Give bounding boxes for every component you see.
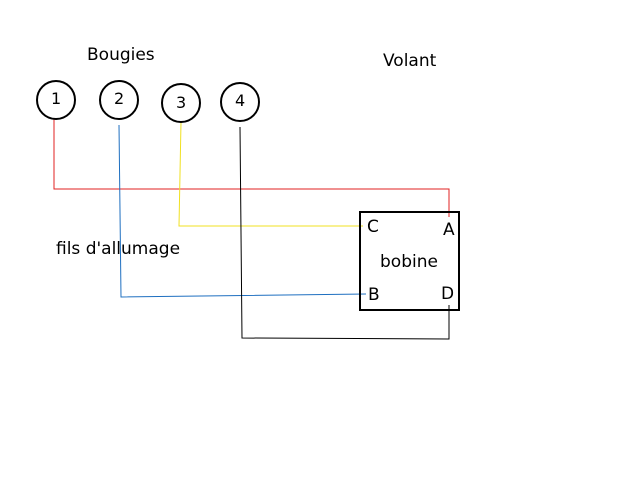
plug-1-circle xyxy=(36,80,76,120)
plug-1-number: 1 xyxy=(51,89,62,108)
plug-3-circle xyxy=(161,83,201,123)
terminal-a-label: A xyxy=(443,220,455,240)
ignition-wires-label: fils d'allumage xyxy=(56,239,181,259)
plug-2-circle xyxy=(99,80,139,120)
coil-box xyxy=(359,211,460,311)
terminal-b-label: B xyxy=(368,285,380,305)
plug-4-number: 4 xyxy=(235,91,246,110)
terminal-c-label: C xyxy=(367,217,379,237)
coil-label: bobine xyxy=(380,252,438,272)
plug-2-number: 2 xyxy=(114,89,125,108)
plug-4-circle xyxy=(220,82,260,122)
wire-plug-2-to-b xyxy=(118,124,367,298)
wire-plug-4-to-d xyxy=(239,126,450,340)
wire-plug-3-to-c xyxy=(178,121,363,227)
flywheel-label: Volant xyxy=(383,51,437,71)
spark-plugs-label: Bougies xyxy=(87,45,155,65)
terminal-d-label: D xyxy=(441,284,455,304)
plug-3-number: 3 xyxy=(176,93,187,112)
wire-plug-1-to-a xyxy=(53,119,450,217)
